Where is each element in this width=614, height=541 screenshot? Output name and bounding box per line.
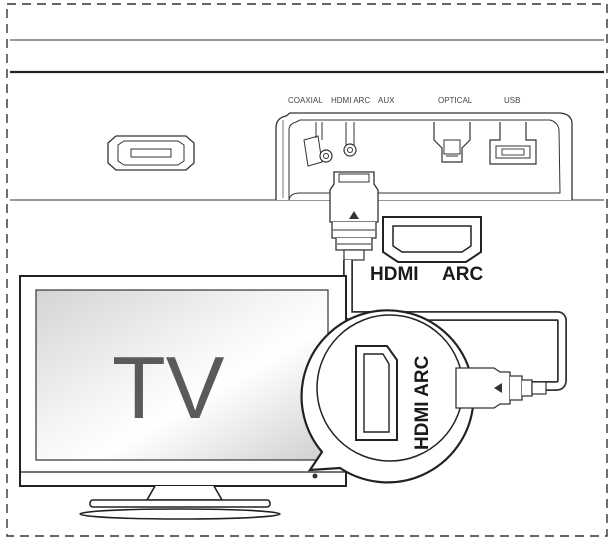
- connector-label-arc: ARC: [442, 264, 483, 285]
- tv-label: TV: [112, 338, 225, 437]
- port-label-optical: OPTICAL: [438, 96, 473, 105]
- hdmi-plug-icon: [329, 171, 379, 261]
- port-label-aux: AUX: [378, 96, 395, 105]
- hdmi-port-icon: [382, 216, 482, 263]
- aux-port-icon: [343, 122, 357, 157]
- tv-port-label: HDMI ARC: [412, 355, 433, 450]
- connector-label-hdmi: HDMI: [370, 264, 419, 285]
- dashed-frame: [6, 3, 608, 537]
- tv-port-callout: HDMI ARC: [300, 309, 475, 484]
- optical-port-icon: [433, 122, 471, 163]
- hdmi-cable: [343, 260, 567, 391]
- tv-hdmi-port-icon: [355, 345, 398, 441]
- port-label-hdmi-arc: HDMI ARC: [331, 96, 370, 105]
- usb-port-icon: [489, 122, 537, 165]
- port-label-coaxial: COAXIAL: [288, 96, 323, 105]
- soundbar: COAXIAL HDMI ARC AUX OPTICAL USB: [10, 39, 604, 201]
- tv-hdmi-plug-icon: [455, 367, 547, 409]
- tv: TV: [19, 275, 347, 520]
- coaxial-port-icon: [303, 122, 333, 167]
- soundbar-button-icon: [107, 135, 195, 171]
- port-label-usb: USB: [504, 96, 520, 105]
